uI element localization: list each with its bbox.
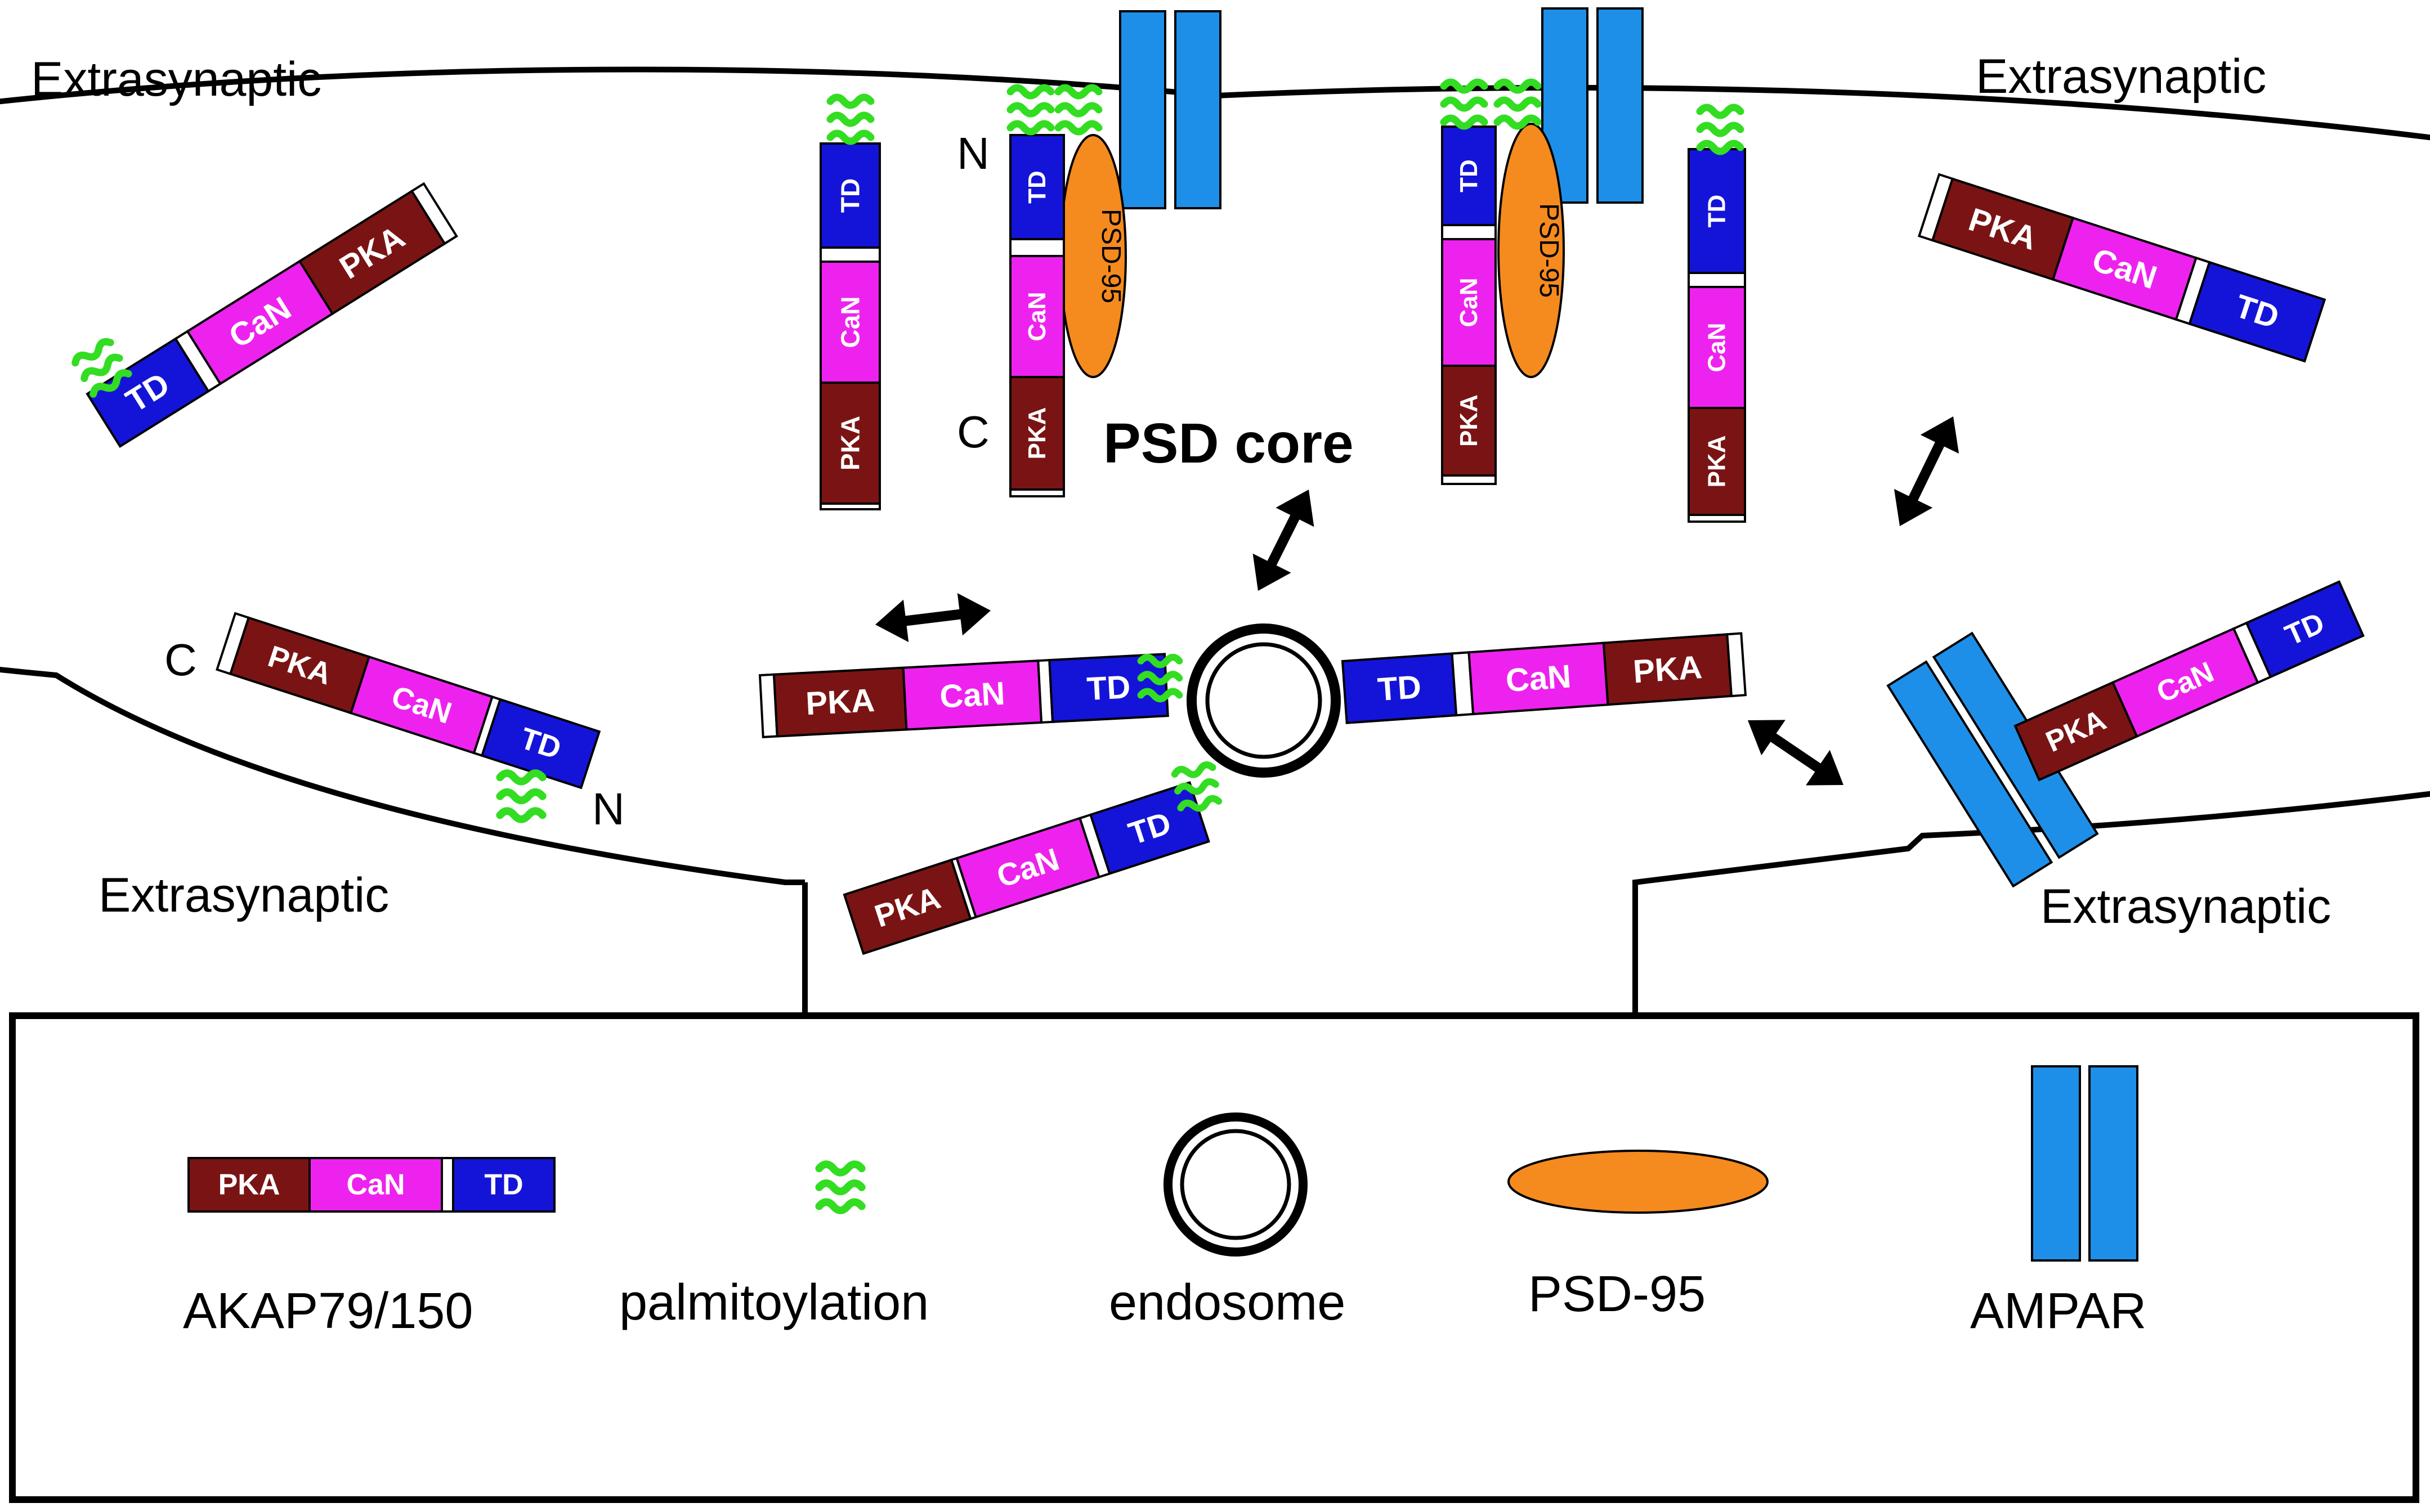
n-terminus-label: N [592, 784, 625, 834]
td-domain [452, 1157, 556, 1213]
linker-segment [1726, 632, 1747, 698]
trafficking-arrows [875, 416, 1959, 786]
akap79-150-complex: PKA CaN TD [187, 1157, 556, 1213]
extrasynaptic-label-bottom-left: Extrasynaptic [99, 868, 389, 922]
psd95-protein: PSD-95 [1497, 123, 1565, 378]
linker-segment [410, 182, 458, 245]
td-domain [2245, 580, 2365, 679]
td-domain-label: TD [1376, 668, 1422, 708]
td-domain [1688, 148, 1746, 274]
td-domain-label: TD [1455, 159, 1483, 192]
legend-palmitoylation-icon [819, 1164, 862, 1210]
palmitoylation-mark [1700, 107, 1740, 151]
akap79-150-complex: TD CaN PKA [1009, 134, 1065, 497]
bidirectional-arrow [1252, 490, 1314, 591]
td-domain-label: TD [484, 1169, 523, 1201]
palmitoylation-mark [1174, 764, 1219, 811]
palmitoylation-mark [1010, 88, 1051, 132]
ampar-receptor [1119, 10, 1221, 209]
extrasynaptic-label-top-right: Extrasynaptic [1976, 50, 2266, 104]
td-domain [1048, 653, 1169, 723]
akap79-150-complex: PKA CaN TD [758, 653, 1169, 738]
linker-segment [820, 502, 881, 510]
td-domain [820, 142, 881, 249]
akap79-150-complex: TD CaN PKA [1688, 148, 1746, 523]
td-domain [1441, 125, 1497, 226]
can-domain-label: CaN [939, 675, 1006, 715]
pka-domain-label: PKA [1455, 394, 1483, 447]
can-domain-label: CaN [1703, 322, 1731, 372]
legend-palmitoylation-label: palmitoylation [619, 1275, 929, 1331]
legend-akap-label: AKAP79/150 [183, 1283, 473, 1339]
pka-domain-label: PKA [218, 1169, 280, 1201]
pka-domain-label: PKA [1703, 436, 1731, 488]
td-domain-label: TD [1023, 171, 1051, 204]
n-terminus-label: N [957, 128, 990, 178]
akap79-150-complex: TD CaN PKA [1441, 125, 1497, 485]
linker-segment [1441, 474, 1497, 485]
can-domain [1009, 255, 1065, 378]
palmitoylation-mark [1058, 88, 1099, 132]
td-domain [1009, 134, 1065, 240]
can-domain-label: CaN [1023, 291, 1051, 341]
pka-domain-label: PKA [836, 416, 865, 470]
endosome [1187, 623, 1341, 778]
legend-endosome-label: endosome [1109, 1275, 1345, 1331]
c-terminus-label: C [957, 407, 990, 457]
akap-complexes: TD CaN PKA TD CaN PKA TD CaN PKA TD CaN PKA TD CaN PKA… [73, 82, 2365, 955]
pka-domain-label: PKA [805, 682, 876, 722]
can-domain-label: CaN [836, 296, 865, 348]
psd-core-label: PSD core [1103, 412, 1354, 475]
legend-ampar-icon [2031, 1065, 2138, 1262]
linker-segment [441, 1157, 454, 1213]
td-domain-label: TD [1086, 668, 1131, 707]
linker-segment [1009, 488, 1065, 497]
can-domain [1688, 286, 1746, 409]
pka-domain [1688, 407, 1746, 516]
pka-domain [1009, 376, 1065, 491]
linker-segment [1688, 272, 1746, 288]
can-domain-label: CaN [346, 1169, 405, 1201]
psd95-label: PSD-95 [1096, 209, 1126, 303]
td-domain-label: TD [1703, 195, 1731, 228]
legend-box [9, 1012, 2419, 1503]
bidirectional-arrow [1894, 416, 1959, 526]
pka-domain-label: PKA [1023, 407, 1051, 460]
pka-domain [820, 382, 881, 505]
linker-segment [1688, 514, 1746, 523]
c-terminus-label: C [164, 635, 197, 685]
extrasynaptic-label-bottom-right: Extrasynaptic [2040, 880, 2331, 934]
psd95-protein: PSD-95 [1059, 134, 1127, 378]
psd95-label: PSD-95 [1534, 203, 1564, 298]
akap79-150-complex: TD CaN PKA [1341, 632, 1747, 724]
td-domain [2188, 261, 2326, 363]
legend-endosome-icon [1163, 1112, 1308, 1257]
akap79-150-complex: TD CaN PKA [820, 142, 881, 510]
extrasynaptic-label-top-left: Extrasynaptic [31, 52, 321, 106]
legend-psd95-label: PSD-95 [1528, 1266, 1706, 1322]
can-domain-label: CaN [1505, 658, 1572, 699]
legend-akap-bar: PKA CaN TD [187, 1157, 556, 1213]
pka-domain-label: PKA [1632, 649, 1703, 690]
palmitoylation-mark [500, 773, 543, 819]
can-domain-label: CaN [1455, 277, 1483, 327]
linker-segment [1441, 224, 1497, 240]
td-domain-label: TD [836, 178, 865, 213]
bidirectional-arrow [875, 593, 991, 643]
legend-ampar-label: AMPAR [1970, 1283, 2146, 1339]
pka-domain [1441, 365, 1497, 477]
legend-psd95-icon [1507, 1150, 1769, 1214]
linker-segment [820, 246, 881, 263]
can-domain [820, 261, 881, 384]
bidirectional-arrow [1748, 720, 1843, 786]
linker-segment [1009, 238, 1065, 257]
palmitoylation-mark [830, 97, 871, 141]
